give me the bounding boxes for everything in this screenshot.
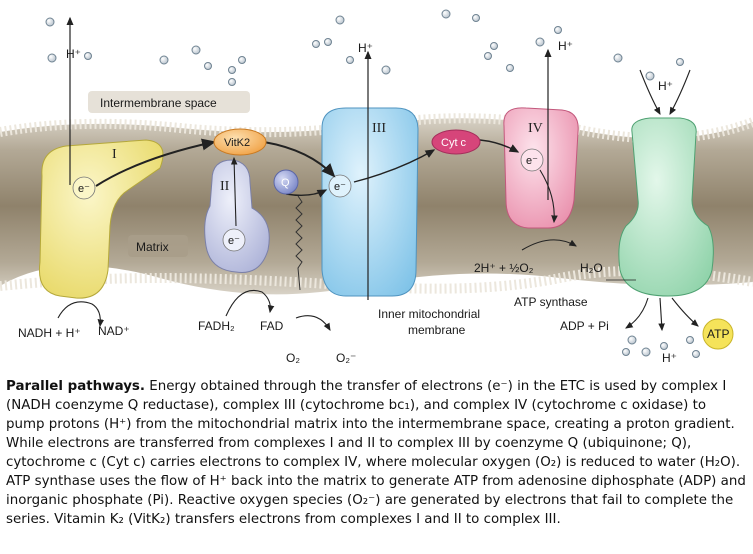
electron-path-q: [285, 189, 328, 198]
nadh-arrow: [57, 301, 105, 328]
svg-text:VitK2: VitK2: [224, 137, 250, 149]
caption-text: Energy obtained through the transfer of …: [6, 379, 746, 527]
atp-synthase: [606, 69, 714, 332]
h-plus-label-4: H⁺: [658, 79, 673, 93]
q-carrier: Q: [273, 169, 299, 195]
complex-ii: II e⁻: [204, 156, 270, 274]
nad-label: NAD⁺: [98, 324, 130, 338]
h-plus-label-1: H⁺: [66, 47, 81, 61]
matrix-label-band: [128, 235, 188, 257]
cytc-carrier: Cyt c: [431, 129, 481, 155]
water-label: H₂O: [580, 261, 603, 275]
vitk2-carrier: VitK2: [213, 128, 267, 156]
h-plus-label-3: H⁺: [558, 39, 573, 53]
complex-iv: IV e⁻: [503, 48, 579, 251]
atp-product: ATP: [702, 318, 734, 350]
atp-synthase-label: ATP synthase: [514, 295, 588, 309]
o2-reduction-arrow: [295, 315, 331, 331]
svg-text:Cyt c: Cyt c: [441, 137, 467, 149]
etc-diagram: Intermembrane space Matrix I e⁻ II e⁻ II…: [0, 9, 753, 365]
protons: [45, 9, 700, 358]
inner-membrane-label-1: Inner mitochondrial: [378, 307, 480, 321]
complex-iii-label: III: [372, 121, 386, 136]
ros-leak-path: [295, 195, 303, 291]
svg-text:ATP: ATP: [707, 327, 729, 341]
o2-label: O₂: [286, 351, 300, 365]
electron-path-i: [95, 138, 216, 187]
h-plus-label-5: H⁺: [662, 351, 677, 365]
fad-label: FAD: [260, 319, 284, 333]
figure-caption: Parallel pathways. Energy obtained throu…: [6, 377, 748, 529]
water-reactants-label: 2H⁺ + ½O₂: [474, 261, 534, 275]
complex-iv-label: IV: [528, 121, 543, 136]
adp-pi-label: ADP + Pi: [560, 319, 609, 333]
electron-path-vitk2-iii: [263, 141, 336, 178]
intermembrane-space-label: Intermembrane space: [100, 96, 217, 110]
intermembrane-label-band: [88, 91, 250, 113]
fadh2-arrow: [225, 289, 275, 317]
svg-text:e⁻: e⁻: [334, 181, 346, 193]
caption-title: Parallel pathways.: [6, 379, 145, 394]
svg-text:e⁻: e⁻: [526, 155, 538, 167]
fadh2-label: FADH₂: [198, 319, 235, 333]
complex-ii-label: II: [220, 179, 230, 194]
inner-membrane-label-2: membrane: [408, 323, 466, 337]
electron-complex-ii: [222, 228, 246, 252]
complex-i: I e⁻: [38, 16, 164, 299]
complex-i-label: I: [112, 147, 117, 162]
electron-complex-i: [72, 176, 96, 200]
electron-complex-iii: [328, 174, 352, 198]
svg-text:e⁻: e⁻: [78, 183, 90, 195]
complex-iii: III e⁻: [321, 50, 419, 300]
svg-text:Q: Q: [281, 177, 290, 189]
o2-minus-label: O₂⁻: [336, 351, 356, 365]
electron-path-cytc-iv: [479, 139, 520, 153]
electron-path-iii-cytc: [353, 149, 436, 183]
h-plus-label-2: H⁺: [358, 41, 373, 55]
svg-text:e⁻: e⁻: [228, 235, 240, 247]
electron-complex-iv: [520, 148, 544, 172]
nadh-label: NADH + H⁺: [18, 326, 81, 340]
matrix-label: Matrix: [136, 240, 169, 254]
